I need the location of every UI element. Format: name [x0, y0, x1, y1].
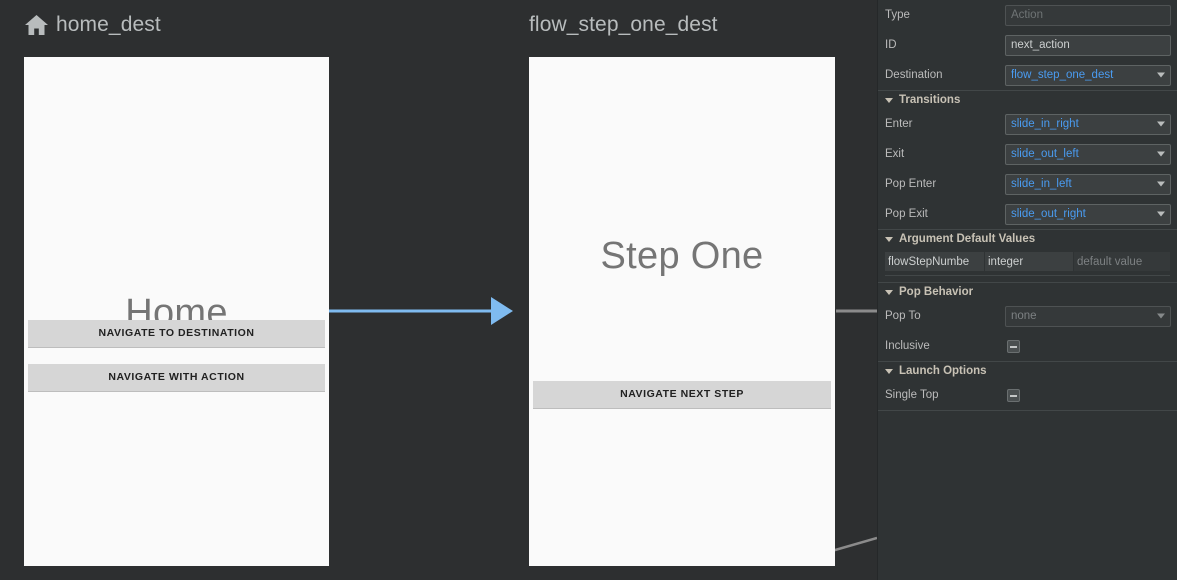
chevron-down-icon [1157, 72, 1165, 78]
property-row-exit: Exit slide_out_left [878, 139, 1177, 169]
destination-screen-home-dest[interactable]: Home NAVIGATE TO DESTINATION NAVIGATE WI… [24, 57, 329, 566]
chevron-down-icon [1157, 151, 1165, 157]
property-label-inclusive: Inclusive [885, 340, 930, 352]
property-input-id[interactable]: next_action [1005, 34, 1171, 56]
combo-value-pop-enter: slide_in_left [1011, 178, 1072, 190]
property-label-destination: Destination [885, 69, 943, 81]
chevron-down-icon [1157, 313, 1165, 319]
destination-title-home-dest[interactable]: home_dest [24, 13, 161, 37]
argument-default-value-cell[interactable]: default value [1074, 252, 1170, 271]
button-navigate-with-action[interactable]: NAVIGATE WITH ACTION [28, 364, 325, 392]
property-row-enter: Enter slide_in_right [878, 109, 1177, 139]
screen-heading-step-one: Step One [600, 235, 764, 277]
combo-value-destination: flow_step_one_dest [1011, 69, 1114, 81]
combo-value-pop-exit: slide_out_right [1011, 208, 1086, 220]
property-label-type: Type [885, 9, 910, 21]
property-row-id: ID next_action [878, 30, 1177, 60]
destination-title-flow-step-one-dest[interactable]: flow_step_one_dest [529, 13, 718, 37]
button-navigate-to-destination[interactable]: NAVIGATE TO DESTINATION [28, 320, 325, 348]
property-label-single-top: Single Top [885, 389, 939, 401]
property-label-exit: Exit [885, 148, 905, 160]
section-header-transitions[interactable]: Transitions [878, 90, 1177, 109]
property-label-pop-to: Pop To [885, 310, 921, 322]
section-title-transitions: Transitions [899, 94, 961, 106]
destination-title-text: home_dest [56, 13, 161, 36]
triangle-down-icon [885, 289, 893, 295]
chevron-down-icon [1157, 121, 1165, 127]
section-title-launch-options: Launch Options [899, 365, 987, 377]
triangle-down-icon [885, 236, 893, 242]
section-header-pop-behavior[interactable]: Pop Behavior [878, 282, 1177, 301]
section-header-argument-default-values[interactable]: Argument Default Values [878, 229, 1177, 248]
argument-type-cell[interactable]: integer [985, 252, 1074, 271]
destination-title-text: flow_step_one_dest [529, 13, 718, 36]
property-label-pop-exit: Pop Exit [885, 208, 928, 220]
section-header-launch-options[interactable]: Launch Options [878, 361, 1177, 380]
property-label-pop-enter: Pop Enter [885, 178, 937, 190]
property-combo-pop-to[interactable]: none [1005, 305, 1171, 327]
button-navigate-next-step[interactable]: NAVIGATE NEXT STEP [533, 381, 831, 409]
section-title-pop-behavior: Pop Behavior [899, 286, 974, 298]
property-value-type: Action [1005, 4, 1171, 26]
attributes-panel: Type Action ID next_action Destination f… [877, 0, 1177, 580]
chevron-down-icon [1157, 181, 1165, 187]
property-row-pop-enter: Pop Enter slide_in_left [878, 169, 1177, 199]
property-label-id: ID [885, 39, 897, 51]
screen-body-step-one: Step One NAVIGATE NEXT STEP [529, 57, 835, 566]
combo-value-exit: slide_out_left [1011, 148, 1079, 160]
checkbox-single-top[interactable] [1007, 388, 1020, 402]
combo-value-enter: slide_in_right [1011, 118, 1079, 130]
property-row-type: Type Action [878, 0, 1177, 30]
destination-screen-flow-step-one-dest[interactable]: Step One NAVIGATE NEXT STEP [529, 57, 835, 566]
chevron-down-icon [1157, 211, 1165, 217]
argument-name-cell[interactable]: flowStepNumbe [885, 252, 985, 271]
property-row-pop-to: Pop To none [878, 301, 1177, 331]
triangle-down-icon [885, 368, 893, 374]
checkbox-inclusive[interactable] [1007, 339, 1020, 353]
property-combo-destination[interactable]: flow_step_one_dest [1005, 64, 1171, 86]
argument-defaults-table: flowStepNumbe integer default value [885, 252, 1170, 276]
property-label-enter: Enter [885, 118, 913, 130]
section-title-argument-default-values: Argument Default Values [899, 233, 1036, 245]
property-combo-pop-exit[interactable]: slide_out_right [1005, 203, 1171, 225]
home-icon [25, 15, 48, 35]
property-combo-exit[interactable]: slide_out_left [1005, 143, 1171, 165]
property-row-single-top: Single Top [878, 380, 1177, 410]
property-row-pop-exit: Pop Exit slide_out_right [878, 199, 1177, 229]
property-combo-pop-enter[interactable]: slide_in_left [1005, 173, 1171, 195]
property-combo-enter[interactable]: slide_in_right [1005, 113, 1171, 135]
property-row-destination: Destination flow_step_one_dest [878, 60, 1177, 90]
panel-bottom-divider [878, 410, 1177, 411]
edge-home-to-flow-step-one [329, 297, 513, 325]
combo-value-pop-to: none [1011, 310, 1037, 322]
triangle-down-icon [885, 97, 893, 103]
screen-body-home: Home NAVIGATE TO DESTINATION NAVIGATE WI… [24, 57, 329, 566]
navigation-graph-canvas[interactable]: home_dest Home NAVIGATE TO DESTINATION N… [0, 0, 877, 580]
property-row-inclusive: Inclusive [878, 331, 1177, 361]
